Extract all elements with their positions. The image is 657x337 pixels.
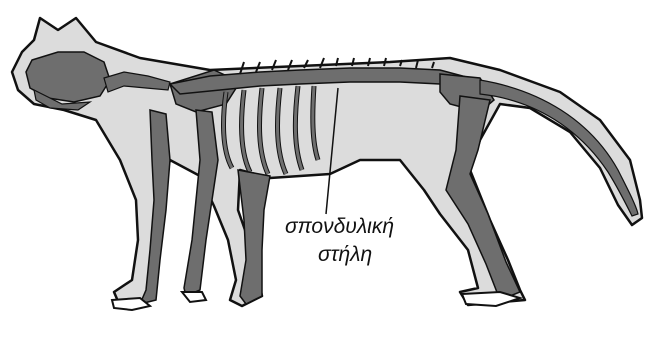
paws xyxy=(112,292,520,310)
annotation-label-line-2: στήλη xyxy=(318,244,372,265)
annotation-label-line-1: σπονδυλική xyxy=(285,216,394,237)
